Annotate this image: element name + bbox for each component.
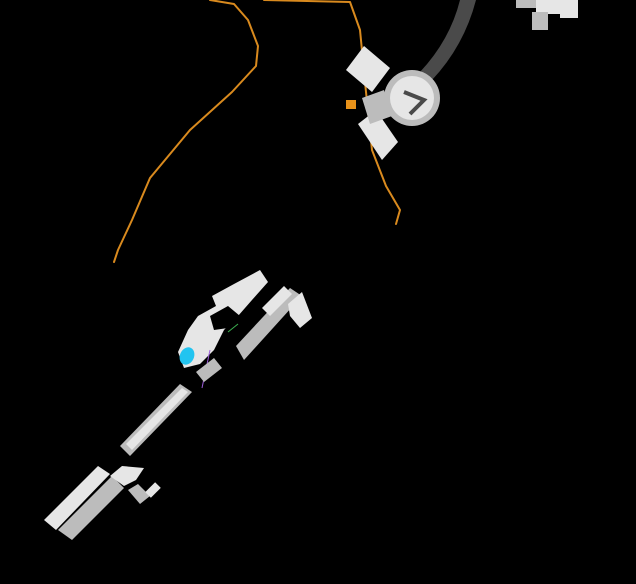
rotunda-arrow-glyph xyxy=(403,90,428,116)
central-link xyxy=(196,358,222,382)
central-side-annex xyxy=(288,292,312,328)
bottom-hall-bend xyxy=(110,466,144,486)
upper-plate-south xyxy=(358,110,398,160)
upper-plate-north xyxy=(346,46,390,92)
bottom-hall-outer xyxy=(44,466,110,530)
central-structure xyxy=(178,270,312,389)
diagonal-corridor xyxy=(120,384,192,456)
orange-marker xyxy=(346,100,356,109)
building-block-a xyxy=(516,0,536,8)
bottom-hall-inner xyxy=(58,476,124,540)
corridor-long-highlight xyxy=(126,388,188,450)
curved-track xyxy=(420,0,476,80)
top-right-building xyxy=(516,0,578,30)
green-line xyxy=(227,323,239,333)
water-pool xyxy=(179,347,195,365)
building-block-d xyxy=(560,0,578,18)
central-corridor-edge xyxy=(262,286,292,316)
central-corridor xyxy=(236,288,302,360)
central-cave-hole xyxy=(210,306,240,330)
bottom-left-building xyxy=(44,466,161,540)
upper-structure xyxy=(346,0,476,160)
building-block-b xyxy=(536,0,566,14)
bottom-hall-stub xyxy=(145,482,161,498)
route-path-west xyxy=(113,0,259,263)
building-block-c xyxy=(532,12,548,30)
rotunda-inner xyxy=(390,76,434,120)
bottom-hall-arm xyxy=(128,484,150,504)
